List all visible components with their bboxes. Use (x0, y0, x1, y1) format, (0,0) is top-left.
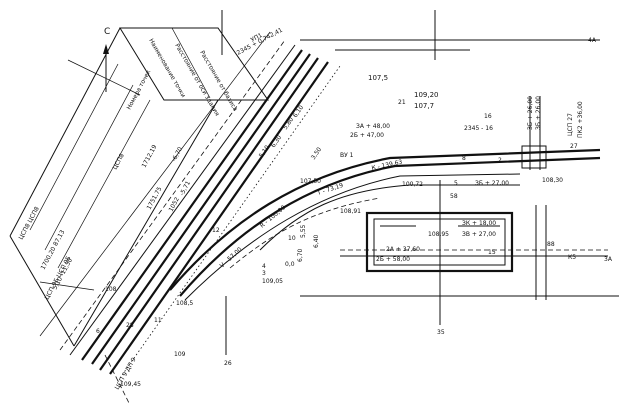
label-88: 88 (547, 241, 555, 248)
label-8: 8 (462, 155, 466, 162)
label-35: 35 (437, 329, 445, 336)
n2a-label: 2А + 37,60 (386, 246, 420, 253)
n6-10: 6,10 (292, 104, 305, 119)
branch-tracks (169, 39, 601, 301)
label-28: 28 (126, 322, 134, 329)
reference-lines (104, 10, 227, 406)
csp27: ЦСП 27 (567, 113, 574, 136)
label-3a: 3А (604, 256, 613, 263)
h107-5: 107,5 (368, 74, 388, 82)
right-structures (300, 10, 619, 300)
table-col-head-2: ЦСП8 (112, 152, 126, 171)
label-2345-16: 2345 - 16 (464, 125, 493, 132)
bottom-height: 109,45 (120, 381, 141, 388)
csp27-pk: ПК2 +36,00 (577, 101, 584, 138)
sv2-label: 0,0 (285, 261, 295, 268)
n2b-label: 2Б + 58,00 (376, 256, 410, 263)
za2-label: 2Б + 47,00 (350, 132, 384, 139)
label-5: 5 (454, 180, 458, 187)
signal-4a: 4А (588, 37, 597, 44)
building-block (365, 180, 514, 325)
label-15: 15 (488, 249, 496, 256)
label-109: 109 (174, 351, 186, 358)
main-tracks (39, 31, 341, 379)
north-label: С (104, 27, 110, 37)
zb-label: ЗБ + 27,00 (475, 180, 509, 187)
n6-30: 6,30 (270, 134, 283, 149)
label-12: 12 (212, 227, 220, 234)
drawing-labels: УП1 2345 + 0,742,41 107,5 21 109,20 107,… (44, 27, 613, 391)
sv-label: 6,40 (313, 234, 320, 248)
mid-pk-2: ЗБ + 26,00 (535, 96, 542, 130)
h6-70: 6,70 (297, 248, 304, 262)
h108-30: 108,30 (542, 177, 563, 184)
north-arrow: С (103, 27, 110, 92)
p21: 21 (398, 99, 406, 106)
label-3: 3 (262, 270, 266, 277)
k5-label: К5 (568, 254, 576, 261)
h107-50: 107,50 (300, 178, 321, 185)
zv-label: ЗВ + 27,00 (462, 231, 496, 238)
label-16: 16 (484, 113, 492, 120)
label-2: 2 (498, 157, 502, 164)
label-10: 10 (288, 235, 296, 242)
table-value-1: 1712,19 (141, 144, 159, 169)
mid-pk: ЗБ + 26,00 (527, 96, 534, 130)
table-col-head-3: ЦСП8 ЦСП8 (18, 205, 41, 240)
label-4: 4 (262, 263, 266, 270)
h100-72: 100,72 (402, 181, 423, 188)
n5-55: 5,55 (300, 224, 307, 238)
label-26: 26 (224, 360, 232, 367)
label-27: 27 (570, 143, 578, 150)
za-label: ЗА + 48,00 (356, 123, 390, 130)
zk-label: ЗК + 18,00 (462, 220, 496, 227)
h108-95: 108,95 (428, 231, 449, 238)
up1-label: УП1 (250, 32, 264, 44)
label-11: 11 (154, 317, 162, 324)
label-58: 58 (450, 193, 458, 200)
n5-80: 5,80 (282, 116, 295, 131)
h108-91: 108,91 (340, 208, 361, 215)
table-value-4: -5,71 (179, 180, 193, 197)
label-108: 108 (105, 286, 117, 293)
h107-7: 107,7 (414, 102, 434, 110)
h109-05: 109,05 (262, 278, 283, 285)
v57-label: V - 57,00 (219, 246, 244, 270)
label-6: 6 (96, 328, 100, 335)
vu1-label: ВУ 1 (340, 152, 354, 159)
h109-20: 109,20 (414, 91, 439, 99)
n3-50: 3,50 (310, 146, 323, 161)
h108-5: 108,5 (176, 300, 193, 307)
